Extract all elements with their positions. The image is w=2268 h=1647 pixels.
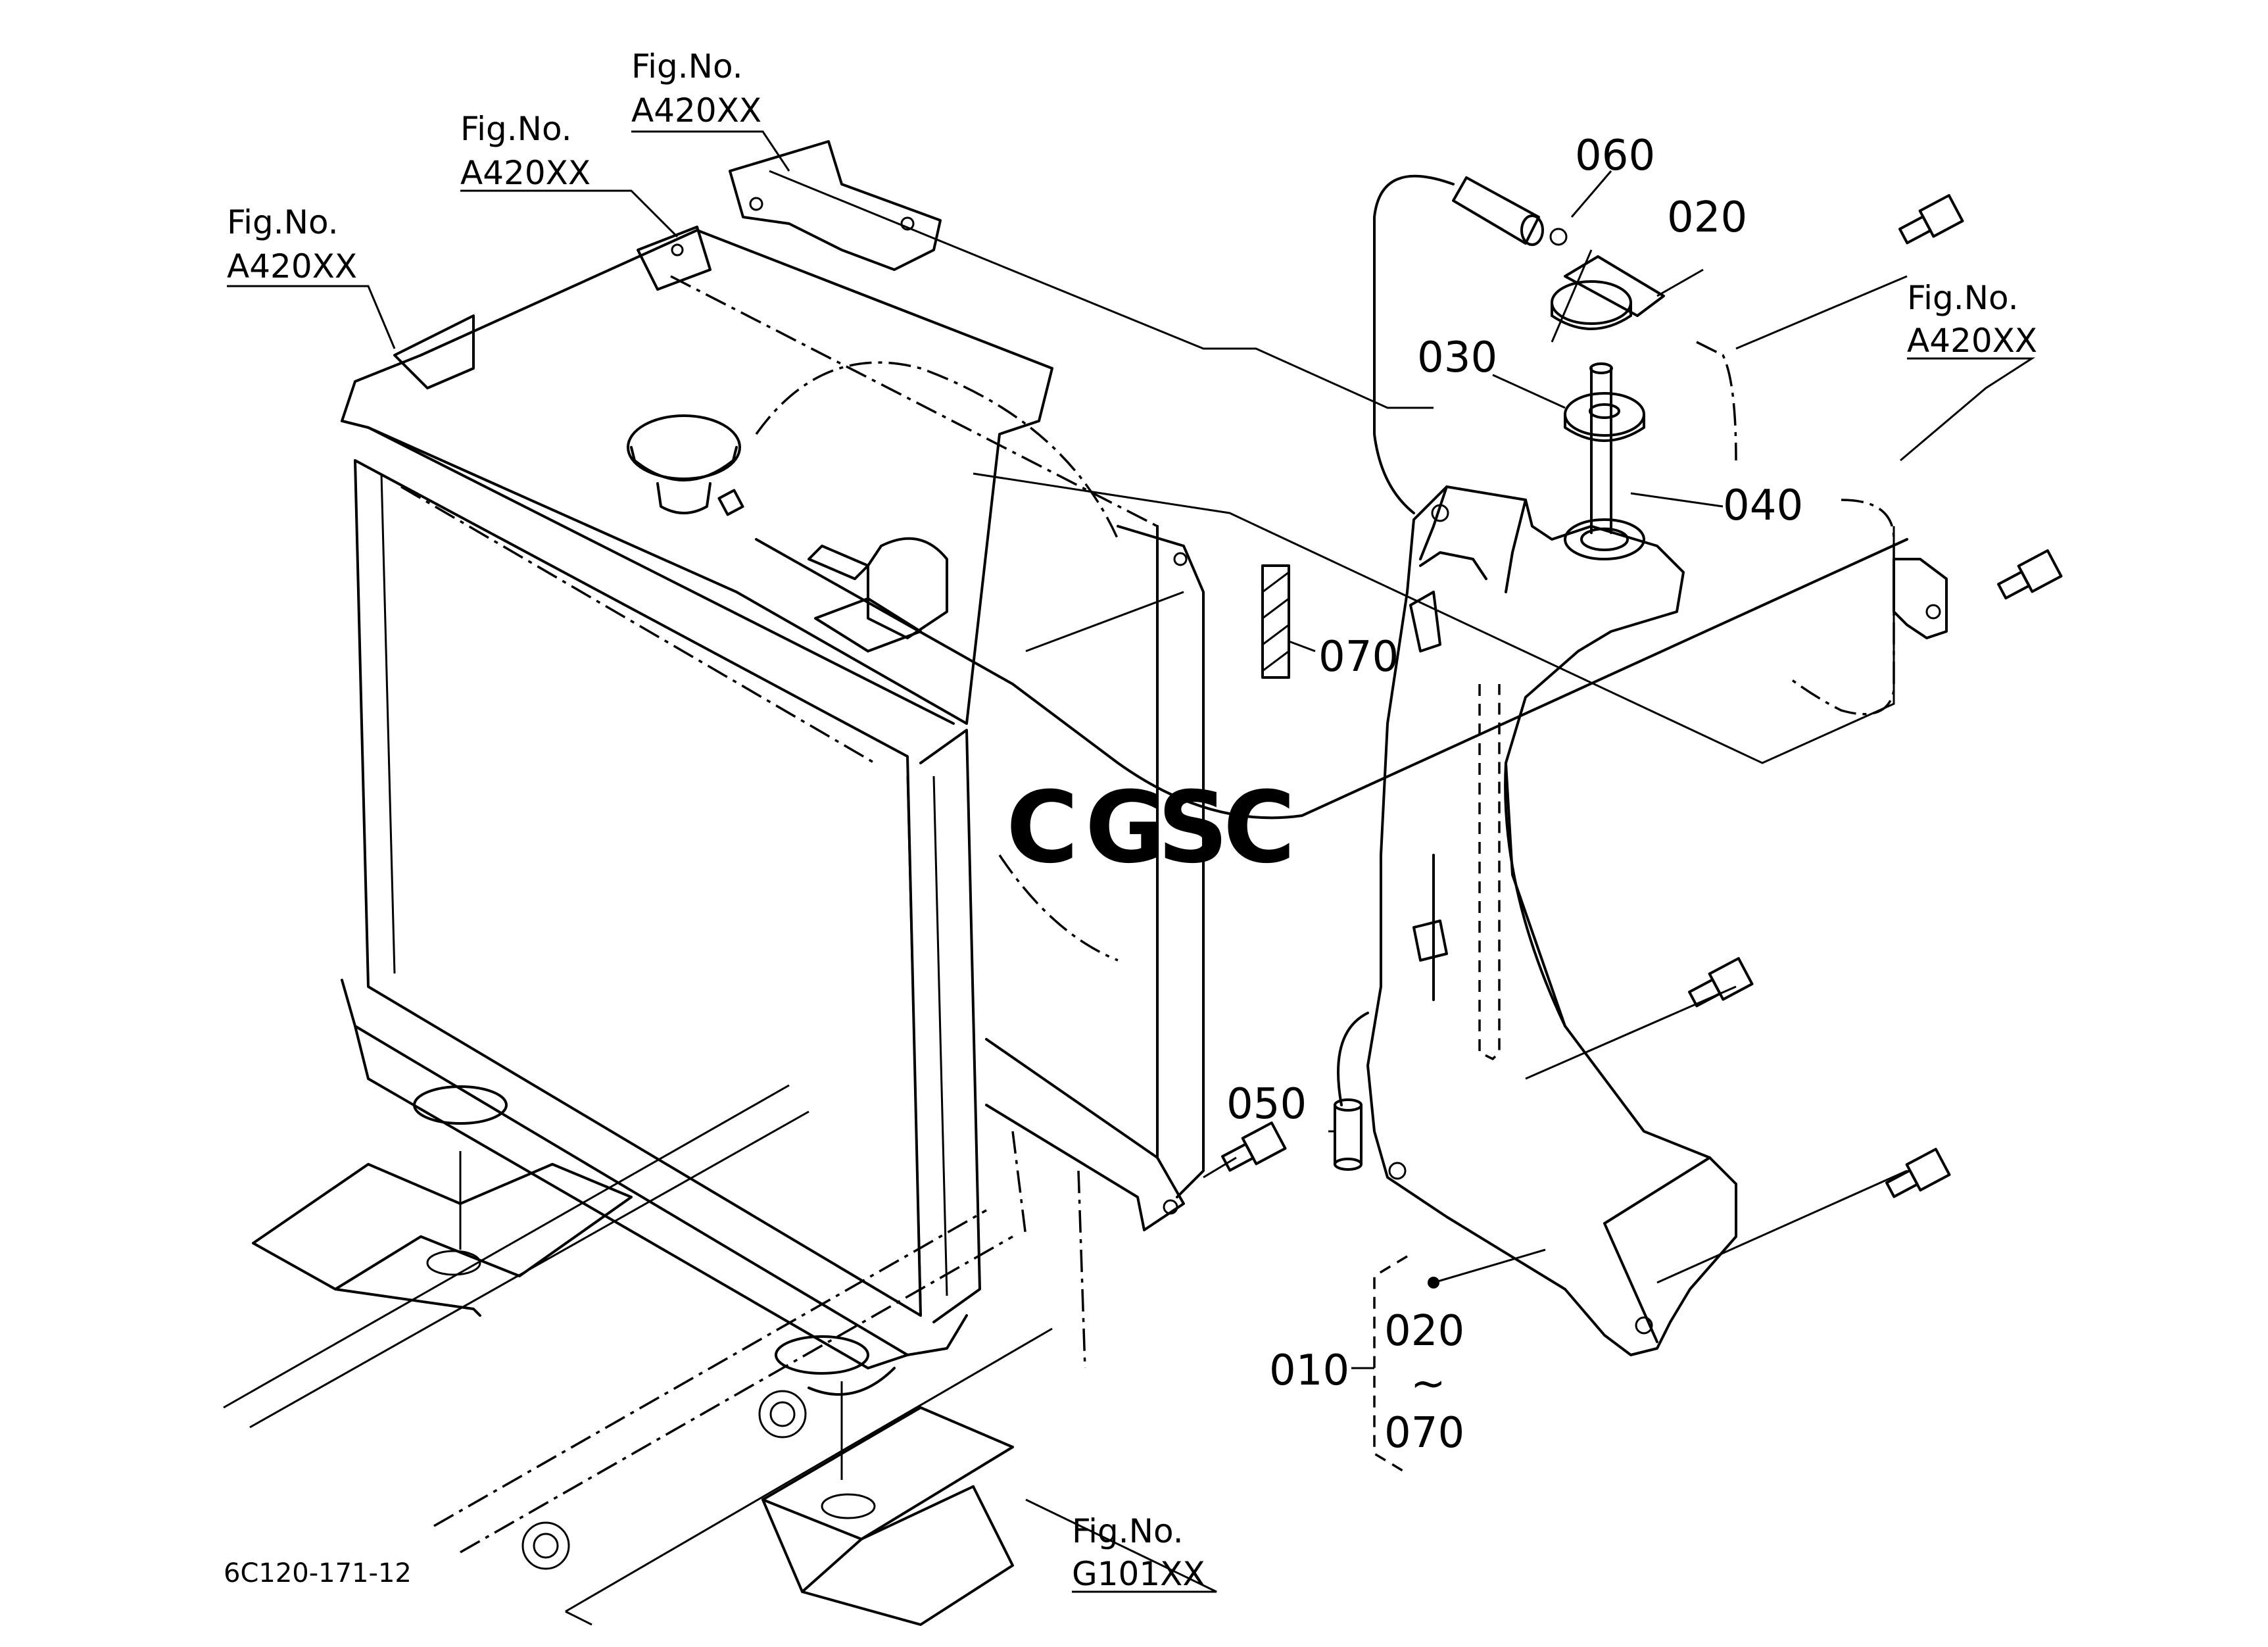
- label-range-from: 020: [1384, 1307, 1464, 1356]
- label-range-tilde: ~: [1411, 1360, 1446, 1408]
- svg-text:Fig.No.: Fig.No.: [1907, 279, 2019, 317]
- svg-text:Fig.No.: Fig.No.: [460, 110, 572, 148]
- part-070-plate: [1261, 564, 1290, 679]
- svg-text:A420XX: A420XX: [227, 247, 357, 285]
- label-010: 010: [1269, 1346, 1349, 1395]
- label-range-to: 070: [1384, 1409, 1464, 1458]
- watermark-letter-2: G: [1085, 771, 1166, 885]
- watermark-letter-4: C: [1223, 771, 1295, 885]
- base-frame: [223, 1084, 1053, 1626]
- reserve-tank: [1334, 174, 1948, 1356]
- svg-text:Fig.No.: Fig.No.: [227, 203, 339, 241]
- drawing-number: 6C120-171-12: [224, 1558, 412, 1588]
- radiator: [341, 140, 1053, 1396]
- svg-text:A420XX: A420XX: [631, 91, 761, 130]
- watermark-letter-3: S: [1157, 771, 1228, 885]
- label-040: 040: [1723, 481, 1803, 530]
- label-070: 070: [1318, 633, 1399, 681]
- svg-text:Fig.No.: Fig.No.: [631, 47, 743, 86]
- range-bracket: [1373, 1255, 1408, 1475]
- fan-shroud: [670, 275, 1205, 1369]
- figref-3: Fig.No. A420XX: [227, 203, 357, 285]
- label-030: 030: [1417, 333, 1497, 382]
- svg-text:A420XX: A420XX: [460, 154, 591, 192]
- figref-4: Fig.No. A420XX: [1907, 279, 2037, 360]
- label-060: 060: [1575, 132, 1655, 180]
- label-020: 020: [1667, 193, 1747, 242]
- figref-2: Fig.No. A420XX: [460, 110, 591, 192]
- watermark: C G S C: [1006, 771, 1295, 885]
- label-050: 050: [1226, 1080, 1307, 1129]
- svg-text:G101XX: G101XX: [1072, 1555, 1205, 1593]
- watermark-letter-1: C: [1006, 771, 1078, 885]
- figref-1: Fig.No. A420XX: [631, 47, 761, 130]
- leader-lines: [227, 130, 2036, 1593]
- svg-text:A420XX: A420XX: [1907, 322, 2037, 360]
- svg-text:Fig.No.: Fig.No.: [1072, 1512, 1184, 1550]
- figref-5: Fig.No. G101XX: [1072, 1512, 1205, 1593]
